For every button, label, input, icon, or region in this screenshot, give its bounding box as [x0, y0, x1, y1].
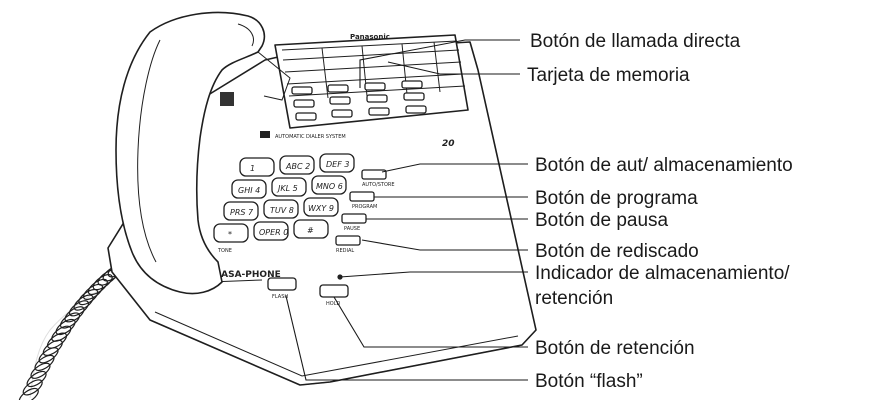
dialer-text: AUTOMATIC DIALER SYSTEM — [275, 134, 346, 140]
cord-coil — [18, 387, 39, 400]
direct-call-button[interactable] — [329, 96, 351, 105]
key-6-label: MNO 6 — [316, 182, 343, 191]
handset — [115, 11, 291, 295]
key-1[interactable] — [239, 157, 275, 177]
key-5-label: JKL 5 — [276, 184, 298, 193]
key-8-label: TUV 8 — [270, 206, 294, 215]
key-6[interactable] — [311, 175, 347, 195]
direct-call-button[interactable] — [293, 99, 315, 108]
key-8[interactable] — [263, 199, 299, 219]
key-9[interactable] — [303, 197, 339, 217]
program-button[interactable] — [349, 191, 375, 202]
dialer-logo-icon — [260, 131, 270, 138]
key-hash[interactable] — [293, 219, 329, 239]
auto-store-text: AUTO/STORE — [362, 182, 395, 188]
direct-call-button[interactable] — [364, 82, 386, 91]
key-9-label: WXY 9 — [308, 204, 334, 213]
cord-coil — [55, 318, 76, 336]
hold-button[interactable] — [319, 284, 349, 298]
key-star-label: * — [228, 230, 232, 239]
flash-button[interactable] — [267, 277, 297, 291]
brand-text: Panasonic — [350, 33, 390, 41]
cord-coil — [42, 339, 63, 356]
direct-call-button[interactable] — [327, 84, 349, 93]
key-7-label: PRS 7 — [230, 208, 254, 217]
coiled-cord — [18, 253, 139, 400]
label-store-hold-indicator-line2: retención — [535, 288, 613, 309]
memory-panel: Panasonic — [274, 33, 469, 129]
redial-text: REDIAL — [336, 248, 354, 254]
label-program-button: Botón de programa — [535, 188, 698, 209]
direct-call-button[interactable] — [403, 92, 425, 101]
key-2[interactable] — [279, 155, 315, 175]
key-3-label: DEF 3 — [326, 160, 349, 169]
key-0[interactable] — [253, 221, 289, 241]
key-0-label: OPER 0 — [259, 228, 288, 237]
key-star[interactable] — [213, 223, 249, 243]
direct-call-button[interactable] — [331, 109, 353, 118]
label-flash-button: Botón “flash” — [535, 371, 643, 392]
model-text: 20 — [442, 139, 455, 149]
handset-clip — [220, 92, 234, 106]
direct-call-button[interactable] — [291, 86, 313, 95]
direct-call-button[interactable] — [405, 105, 427, 114]
keypad-row-3: PRS 7 TUV 8 WXY 9 — [223, 197, 339, 221]
cord-coil — [34, 354, 55, 372]
cord-coil — [51, 325, 72, 342]
flash-text: FLASH — [272, 294, 288, 300]
cord-coil — [38, 347, 59, 364]
cord-coil — [26, 370, 47, 388]
key-3[interactable] — [319, 153, 355, 173]
cord-coil — [59, 312, 81, 329]
bottom-controls: EASA-PHONE FLASH HOLD — [209, 270, 349, 307]
key-7[interactable] — [223, 201, 259, 221]
program-text: PROGRAM — [352, 204, 377, 210]
label-direct-call-button: Botón de llamada directa — [530, 31, 741, 52]
label-auto-store-button: Botón de aut/ almacenamiento — [535, 155, 793, 176]
redial-button[interactable] — [335, 235, 361, 246]
direct-call-button[interactable] — [366, 94, 388, 103]
pause-button[interactable] — [341, 213, 367, 224]
key-5[interactable] — [271, 177, 307, 197]
hold-text: HOLD — [326, 301, 340, 307]
easa-phone-logo: EASA-PHONE — [215, 270, 281, 280]
auto-store-button[interactable] — [361, 169, 387, 180]
keypad-row-2: GHI 4 JKL 5 MNO 6 — [231, 175, 347, 199]
keypad: 1 ABC 2 DEF 3 GHI 4 JKL 5 MNO 6 PRS 7 TU… — [213, 153, 355, 254]
cord-coil — [78, 288, 99, 306]
label-hold-button: Botón de retención — [535, 338, 695, 359]
key-hash-label: # — [307, 226, 314, 235]
direct-call-buttons — [291, 80, 427, 121]
dialer-strip: AUTOMATIC DIALER SYSTEM 20 — [260, 131, 455, 149]
key-4-label: GHI 4 — [238, 186, 260, 195]
direct-call-button[interactable] — [401, 80, 423, 89]
pause-text: PAUSE — [344, 226, 360, 232]
direct-call-button[interactable] — [368, 107, 390, 116]
key-2-label: ABC 2 — [285, 162, 310, 171]
leader-lines — [285, 39, 528, 381]
direct-call-button[interactable] — [295, 112, 317, 121]
key-1-label: 1 — [250, 164, 255, 173]
cord-coil — [46, 332, 68, 349]
keypad-row-1: 1 ABC 2 DEF 3 — [239, 153, 355, 177]
callout-labels: Botón de llamada directa Tarjeta de memo… — [527, 31, 793, 392]
keypad-row-4: * OPER 0 # — [213, 219, 329, 243]
label-pause-button: Botón de pausa — [535, 210, 669, 231]
label-store-hold-indicator-line1: Indicador de almacenamiento/ — [535, 263, 790, 284]
label-memory-card: Tarjeta de memoria — [527, 65, 690, 86]
key-4[interactable] — [231, 179, 267, 199]
tone-text: TONE — [217, 248, 232, 254]
label-redial-button: Botón de rediscado — [535, 241, 699, 262]
